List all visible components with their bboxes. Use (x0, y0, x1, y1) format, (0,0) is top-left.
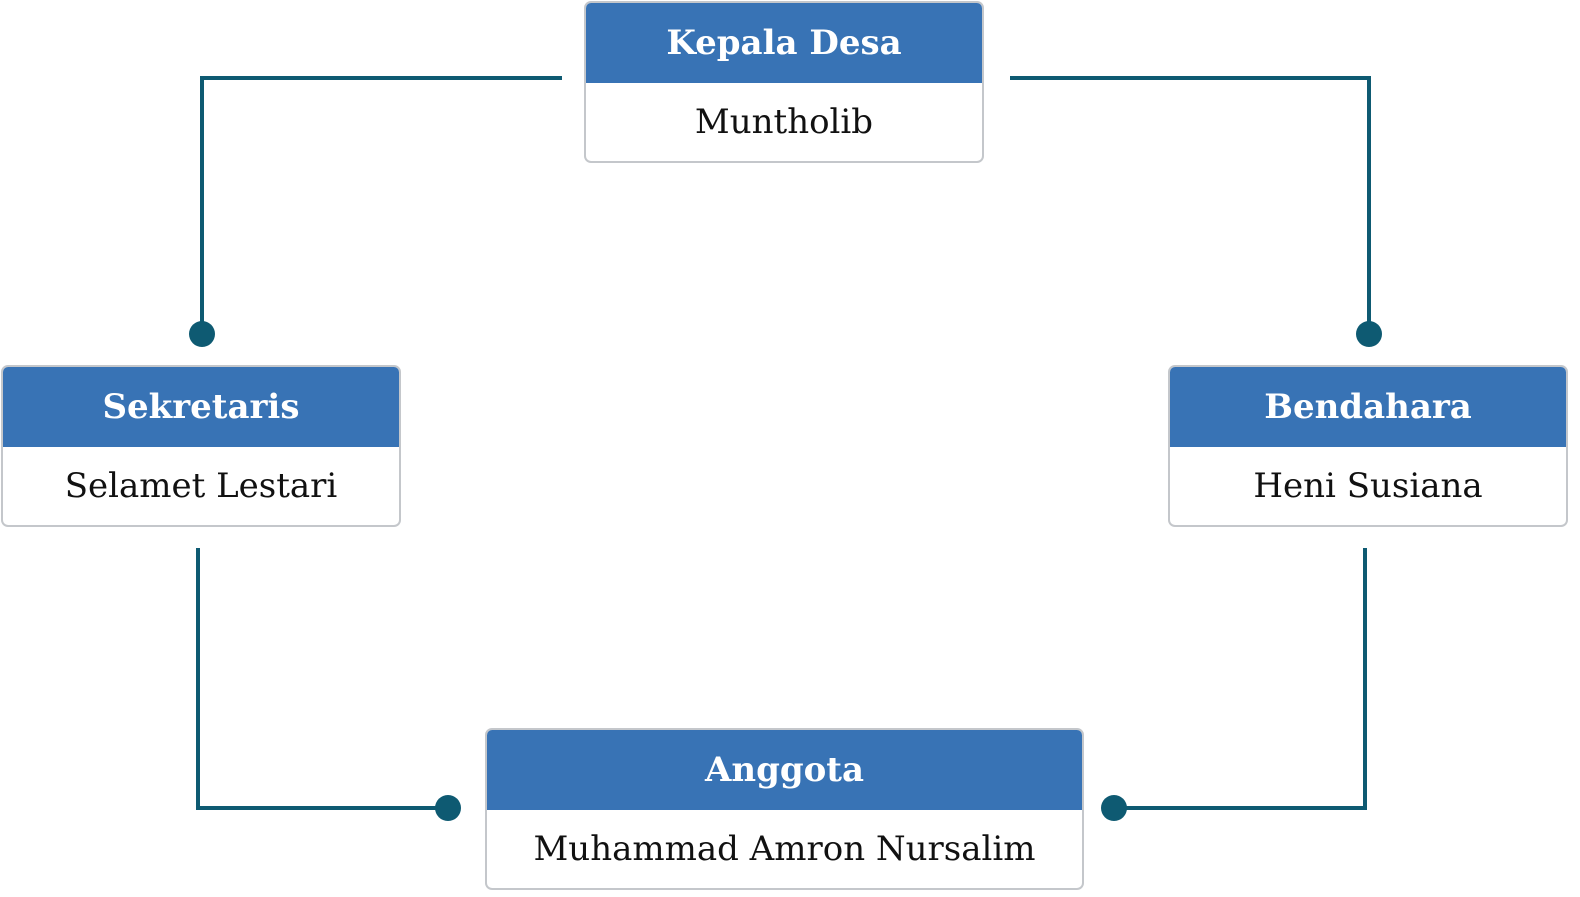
connector-kepala-to-bendahara (1010, 76, 1371, 334)
connector-sekretaris-to-anggota (196, 548, 448, 810)
node-sekretaris: Sekretaris Selamet Lestari (1, 365, 401, 527)
node-role-label: Anggota (487, 730, 1082, 810)
node-role-label: Bendahara (1170, 367, 1566, 447)
node-person-name: Selamet Lestari (64, 466, 338, 506)
node-role-label: Sekretaris (3, 367, 399, 447)
node-person-name: Heni Susiana (1253, 466, 1483, 506)
node-kepala-desa: Kepala Desa Muntholib (584, 1, 984, 163)
connector-end-dot-anggota-left (435, 795, 461, 821)
node-role-label: Kepala Desa (586, 3, 982, 83)
node-bendahara: Bendahara Heni Susiana (1168, 365, 1568, 527)
node-anggota: Anggota Muhammad Amron Nursalim (485, 728, 1084, 890)
connector-end-dot-anggota-right (1101, 795, 1127, 821)
connector-bendahara-to-anggota (1114, 548, 1367, 810)
connector-end-dot-bendahara (1356, 321, 1382, 347)
connector-end-dot-sekretaris (189, 321, 215, 347)
node-person-name: Muhammad Amron Nursalim (533, 829, 1036, 869)
node-person-name: Muntholib (694, 102, 874, 142)
connector-kepala-to-sekretaris (200, 76, 562, 334)
